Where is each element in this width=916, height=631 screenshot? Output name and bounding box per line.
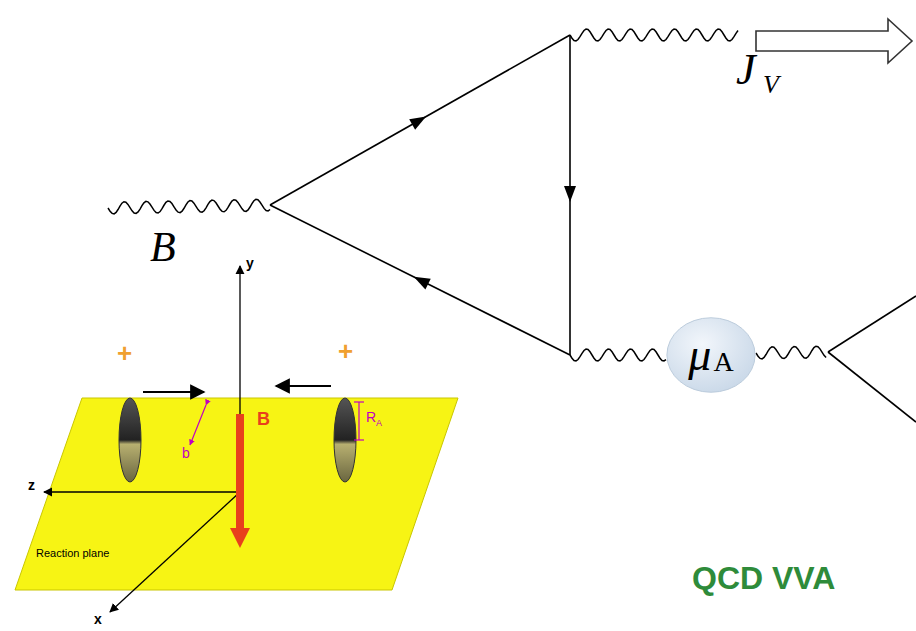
photon-line [108, 199, 270, 214]
fermion-arrows [409, 111, 576, 289]
fermion-loop [270, 35, 916, 422]
fermion-arrow [409, 111, 429, 129]
axial-chemical-potential-ellipse: μA [666, 317, 756, 393]
current-label: J [736, 48, 756, 92]
photon-line [756, 346, 826, 359]
collision-inset [15, 266, 458, 612]
photon-line [570, 29, 738, 41]
subscript: V [763, 72, 779, 98]
field-label: B [257, 410, 270, 428]
photon-line [570, 349, 666, 361]
subscript: A [711, 348, 733, 378]
axis-label: y [246, 256, 254, 270]
field-label: B [150, 226, 176, 268]
hollow-arrow [756, 19, 912, 63]
axis-label: z [28, 478, 35, 492]
charge-sign: + [117, 340, 132, 366]
diagram-tag: QCD VVA [692, 562, 835, 594]
fermion-arrow [411, 272, 431, 290]
charge-sign: + [338, 338, 353, 364]
photon-lines [108, 29, 826, 361]
plane-label: Reaction plane [36, 548, 109, 559]
symbol: μ [688, 332, 711, 378]
dimension-label: b [182, 446, 190, 460]
axis-label: x [94, 612, 102, 626]
fermion-arrow [564, 186, 576, 202]
subscript: A [376, 419, 382, 428]
dimension-label: R [366, 410, 376, 424]
